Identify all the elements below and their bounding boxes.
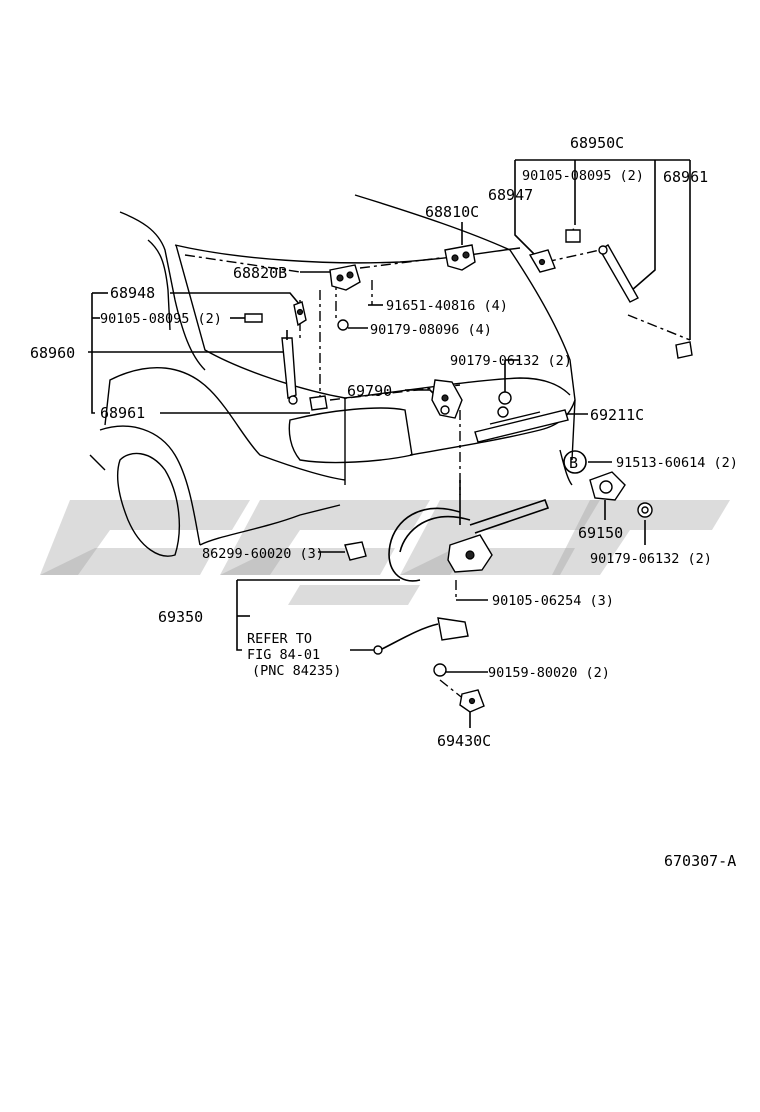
strut-68950c-part: [598, 244, 639, 303]
bracket-68947-part: [528, 249, 556, 273]
leader-lines: [88, 159, 691, 728]
latch-69790-part: [431, 379, 463, 419]
garnish-69211c-part: [474, 409, 569, 443]
label-68961-left: 68961: [100, 404, 145, 422]
ball-stud-68961-right-part: [675, 341, 693, 359]
label-callout-b: B: [569, 454, 578, 472]
label-91651-40816: 91651-40816 (4): [386, 298, 508, 314]
label-68950c: 68950C: [570, 134, 624, 152]
label-90105-08095-left: 90105-08095 (2): [100, 311, 222, 327]
lock-assembly-69350-part: [388, 480, 550, 582]
label-refer-line2: FIG 84-01: [247, 647, 320, 663]
chain-lines: [184, 224, 691, 701]
label-90179-08096: 90179-08096 (4): [370, 322, 492, 338]
ball-stud-68961-left-part: [309, 395, 328, 411]
striker-69430c-part: [459, 689, 485, 713]
label-90179-06132-top: 90179-06132 (2): [450, 353, 572, 369]
label-69790: 69790: [347, 382, 392, 400]
label-69350: 69350: [158, 608, 203, 626]
label-68961-right: 68961: [663, 168, 708, 186]
label-69150: 69150: [578, 524, 623, 542]
label-68960: 68960: [30, 344, 75, 362]
label-86299-60020: 86299-60020 (3): [202, 546, 324, 562]
vehicle-body: [89, 194, 576, 557]
clip-86299-60020-part: [344, 541, 367, 561]
label-refer-line3: (PNC 84235): [252, 663, 341, 679]
label-90179-06132-bottom: 90179-06132 (2): [590, 551, 712, 567]
watermark-logo: [40, 500, 730, 605]
hinge-68810c-part: [444, 244, 476, 271]
label-68820b: 68820B: [233, 264, 287, 282]
lock-69150-part: [589, 471, 626, 501]
label-91513-60614: 91513-60614 (2): [616, 455, 738, 471]
screw-90159-80020-part: [433, 663, 447, 677]
label-68810c: 68810C: [425, 203, 479, 221]
part-labels: 68950C 90105-08095 (2) 68947 68961 68810…: [30, 134, 738, 870]
bolt-90179-08096-part: [337, 319, 349, 331]
label-90105-06254: 90105-06254 (3): [492, 593, 614, 609]
label-68948: 68948: [110, 284, 155, 302]
label-refer-line1: REFER TO: [247, 631, 312, 647]
diagram-reference-code: 670307-A: [664, 852, 736, 870]
ball-stud-68948-part: [293, 301, 307, 327]
label-90159-80020: 90159-80020 (2): [488, 665, 610, 681]
strut-68960-part: [281, 330, 298, 405]
label-90105-08095-right: 90105-08095 (2): [522, 168, 644, 184]
parts: [244, 229, 693, 713]
nut-90179-06132-top-part: [497, 391, 512, 418]
callout-b-circle: [563, 450, 587, 474]
hinge-68820b-part: [329, 264, 361, 291]
cable-84235-part: [373, 617, 469, 655]
bolt-90105-08095-left-part: [244, 313, 263, 323]
label-69430c: 69430C: [437, 732, 491, 750]
label-68947: 68947: [488, 186, 533, 204]
bolt-90105-08095-right-part: [565, 229, 581, 243]
nut-90179-06132-bottom-part: [637, 502, 653, 518]
label-69211c: 69211C: [590, 406, 644, 424]
